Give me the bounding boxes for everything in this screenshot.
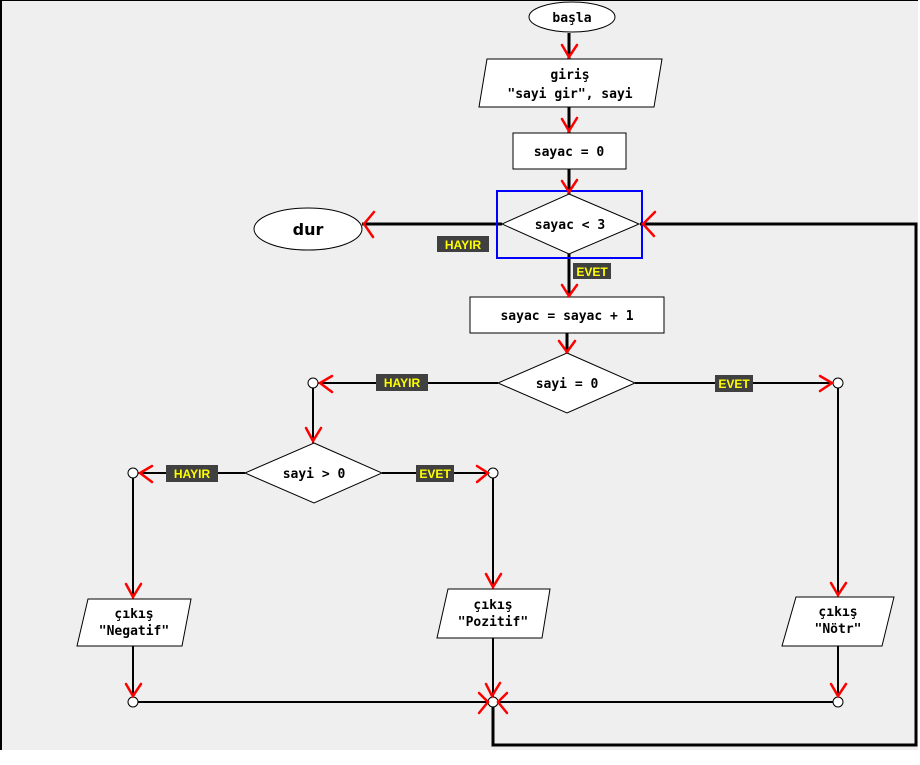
out-pos-line-2: "Pozitif" — [458, 615, 528, 630]
arrow-right-icon — [475, 464, 491, 484]
connector-nodes — [127, 377, 844, 708]
label-text: HAYIR — [445, 238, 482, 252]
decision-shape — [500, 193, 641, 255]
loop-cond-text: sayac < 3 — [535, 218, 605, 233]
arrow-left-icon — [362, 210, 376, 239]
arrow-down-icon — [124, 582, 143, 600]
arrow-right-icon — [477, 691, 490, 715]
node-zero-cond[interactable]: sayi = 0 — [496, 352, 637, 414]
connector-pos-no[interactable] — [127, 467, 139, 479]
node-input[interactable]: giriş "sayi gir", sayi — [478, 58, 663, 108]
label-text: EVET — [576, 265, 608, 279]
out-neg-line-1: çıkış — [114, 607, 153, 622]
process-shape — [512, 132, 627, 170]
zero-cond-text: sayi = 0 — [536, 377, 599, 392]
label-bg — [416, 465, 454, 482]
arrow-down-icon — [484, 572, 503, 590]
label-text: HAYIR — [174, 467, 211, 481]
label-bg — [376, 374, 428, 391]
terminal-shape — [253, 207, 363, 251]
node-out-neg[interactable]: çıkış "Negatif" — [76, 598, 192, 647]
arrowheads — [124, 43, 848, 715]
label-zero-yes: EVET — [715, 375, 753, 392]
label-loop-no: HAYIR — [437, 236, 489, 252]
connector-neg-bottom[interactable] — [127, 696, 139, 708]
decision-shape — [243, 442, 384, 504]
process-shape — [469, 296, 665, 334]
arrow-down-icon — [560, 178, 579, 195]
arrow-down-icon — [560, 43, 579, 60]
increment-text: sayac = sayac + 1 — [500, 309, 633, 324]
terminal-shape — [528, 1, 616, 33]
input-line-1: giriş — [550, 68, 589, 83]
io-shape — [436, 588, 551, 639]
io-shape — [76, 598, 192, 647]
arrow-left-icon — [496, 691, 509, 715]
arrow-down-icon — [304, 426, 323, 444]
node-increment[interactable]: sayac = sayac + 1 — [469, 296, 665, 334]
arrow-down-icon — [124, 682, 143, 699]
arrow-left-icon — [137, 464, 154, 484]
connector-zero-yes[interactable] — [832, 377, 844, 389]
connector-zero-bottom[interactable] — [832, 696, 844, 708]
out-pos-line-1: çıkış — [473, 598, 512, 613]
label-text: EVET — [419, 467, 451, 481]
arrow-left-icon — [641, 210, 657, 238]
node-start[interactable]: başla — [528, 1, 616, 33]
end-text: dur — [293, 220, 324, 239]
node-pos-cond[interactable]: sayi > 0 — [243, 442, 384, 504]
out-neg-line-2: "Negatif" — [99, 624, 169, 639]
arrow-right-icon — [818, 374, 835, 393]
arrow-down-icon — [560, 283, 579, 299]
label-text: HAYIR — [384, 376, 421, 390]
label-bg — [437, 236, 489, 252]
out-zero-line-2: "Nötr" — [815, 622, 862, 637]
node-end[interactable]: dur — [253, 207, 363, 251]
io-shape — [781, 596, 895, 647]
label-pos-yes: EVET — [416, 465, 454, 482]
arrow-left-icon — [317, 374, 334, 394]
label-zero-no: HAYIR — [376, 374, 428, 391]
label-bg — [166, 465, 218, 482]
out-zero-line-1: çıkış — [818, 605, 857, 620]
arrow-down-icon — [560, 116, 579, 134]
arrow-down-icon — [829, 581, 848, 598]
label-loop-yes: EVET — [573, 263, 611, 279]
input-line-2: "sayi gir", sayi — [507, 87, 632, 102]
io-shape — [478, 58, 663, 108]
label-pos-no: HAYIR — [166, 465, 218, 482]
node-loop-cond[interactable]: sayac < 3 — [496, 190, 643, 259]
edge-join-loop[interactable] — [491, 222, 918, 747]
label-bg — [573, 263, 611, 279]
label-bg — [715, 375, 753, 392]
start-text: başla — [552, 11, 591, 26]
arrow-down-icon — [557, 339, 577, 355]
connector-zero-no[interactable] — [307, 377, 319, 389]
arrow-down-icon — [484, 681, 502, 699]
pos-cond-text: sayi > 0 — [283, 467, 346, 482]
node-out-pos[interactable]: çıkış "Pozitif" — [436, 588, 551, 639]
decision-shape — [496, 352, 637, 414]
flowchart-canvas[interactable]: başla giriş "sayi gir", sayi sayac = 0 s… — [0, 0, 918, 750]
node-out-zero[interactable]: çıkış "Nötr" — [781, 596, 895, 647]
arrow-down-icon — [829, 682, 848, 699]
label-text: EVET — [718, 377, 750, 391]
node-init[interactable]: sayac = 0 — [512, 132, 627, 170]
init-text: sayac = 0 — [534, 145, 605, 160]
